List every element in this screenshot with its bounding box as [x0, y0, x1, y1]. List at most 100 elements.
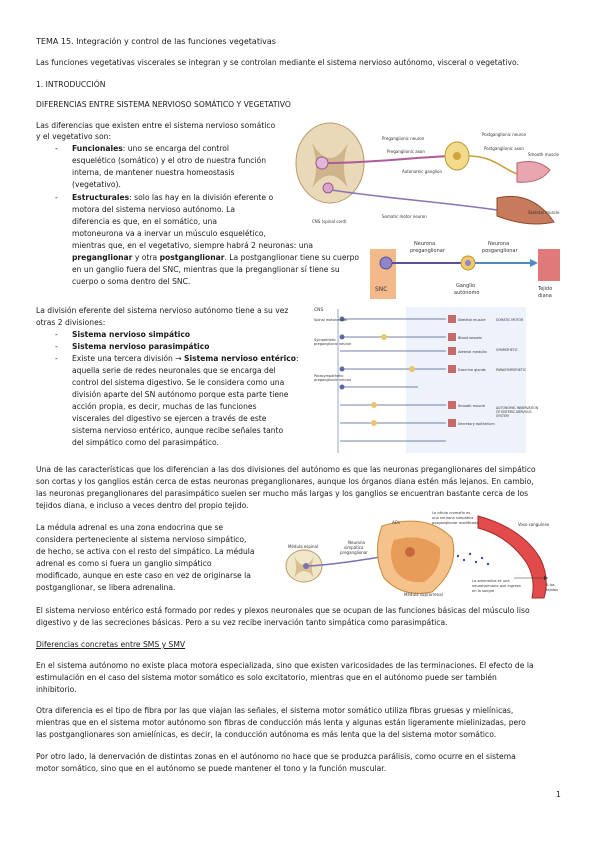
- list-item-sympathetic: Sistema nervioso simpático: [72, 330, 191, 339]
- svg-text:Secretory epithelium: Secretory epithelium: [458, 422, 495, 426]
- svg-text:CNS (spinal cord): CNS (spinal cord): [312, 219, 347, 224]
- paragraph-line: En el sistema autónomo no existe placa m…: [36, 661, 534, 670]
- svg-text:autónomo: autónomo: [454, 289, 479, 296]
- bullet-dash: -: [55, 354, 58, 363]
- paragraph-line: motor somático, sino que en el autónomo …: [36, 764, 387, 773]
- paragraph-line: Por otro lado, la denervación de distint…: [36, 752, 516, 761]
- figure-adrenal-medulla: Médula espinal Neurona simpática pregang…: [282, 508, 564, 600]
- svg-text:Vaso sanguíneo: Vaso sanguíneo: [518, 522, 550, 527]
- term: postganglionar: [159, 253, 225, 262]
- paragraph-line: inhibitorio.: [36, 685, 77, 694]
- svg-text:AUTONOMIC INNERVATION: AUTONOMIC INNERVATION: [496, 406, 539, 410]
- figure-autonomic-pathway: Preganglionic neuron Preganglionic axon …: [292, 118, 562, 233]
- paragraph-line: en un ganglio fuera del SNC, mientras qu…: [72, 265, 340, 274]
- bullet-dash: -: [55, 193, 58, 202]
- cns-label: CNS: [314, 307, 324, 313]
- bullet-dash: -: [55, 330, 58, 339]
- svg-text:Autonomic ganglion: Autonomic ganglion: [402, 169, 442, 174]
- svg-text:Parasympathetic: Parasympathetic: [314, 374, 343, 378]
- svg-text:Exocrine glands: Exocrine glands: [458, 368, 486, 372]
- paragraph-line: considera perteneciente al sistema nervi…: [36, 535, 247, 544]
- paragraph-line: esquelético (somático) y el otro de nues…: [72, 156, 267, 165]
- figure-efferent-divisions: CNS Spinal motoneuron Sy: [314, 305, 564, 455]
- bullet-dash: -: [55, 342, 58, 351]
- svg-text:preganglionar: preganglionar: [340, 550, 368, 555]
- paragraph-line: digestivo y de las secreciones básicas. …: [36, 618, 448, 627]
- paragraph-line: motora del sistema nervioso autónomo. La: [72, 205, 236, 214]
- paragraph-line: división aparte del SN autónomo porque e…: [72, 390, 289, 399]
- svg-text:preganglionic neuron: preganglionic neuron: [314, 342, 351, 346]
- paragraph-line: son cortas y los ganglios están cerca de…: [36, 477, 534, 486]
- svg-text:neurohormona que ingresa: neurohormona que ingresa: [472, 584, 521, 588]
- svg-text:en la sangre: en la sangre: [472, 589, 495, 593]
- list-item-structural: Estructurales: solo las hay en la divisi…: [72, 193, 273, 203]
- svg-text:Sympathetic: Sympathetic: [314, 338, 336, 342]
- svg-text:SYMPATHETIC: SYMPATHETIC: [496, 348, 519, 352]
- paragraph-line: preganglionar y otra postganglionar. La …: [72, 253, 359, 263]
- paragraph-line: (vegetativo).: [72, 180, 121, 189]
- paragraph-line: otras 2 divisiones:: [36, 318, 106, 327]
- intro-text: Las funciones vegetativas viscerales se …: [36, 58, 519, 67]
- list-item-functional: Funcionales: uno se encarga del control: [72, 144, 229, 154]
- svg-text:Spinal motoneuron: Spinal motoneuron: [314, 318, 347, 322]
- paragraph-line: las neuronas preganglionares del parasim…: [36, 489, 529, 498]
- svg-text:posganglionar: posganglionar: [482, 248, 518, 254]
- svg-text:Médula suprarrenal: Médula suprarrenal: [404, 592, 443, 597]
- svg-text:SOMATIC MOTOR: SOMATIC MOTOR: [496, 318, 524, 322]
- paragraph-line: diferencia es que, en el somático, una: [72, 217, 218, 226]
- paragraph-line: del simpático como del parasimpático.: [72, 438, 219, 447]
- paragraph-line: estimulación en el caso del sistema moto…: [36, 673, 497, 682]
- svg-text:Somatic motor neuron: Somatic motor neuron: [382, 214, 427, 219]
- paragraph-line: control del sistema digestivo. Se le con…: [72, 378, 285, 387]
- paragraph-line: motoneurona va a inervar un músculo esqu…: [72, 229, 266, 238]
- paragraph-line: y el vegetativo son:: [36, 132, 112, 141]
- svg-text:Preganglionic neuron: Preganglionic neuron: [382, 136, 425, 141]
- term: Sistema nervioso entérico: [184, 354, 296, 363]
- svg-text:Adrenal medulla: Adrenal medulla: [458, 350, 487, 354]
- svg-text:Ganglio: Ganglio: [456, 283, 475, 289]
- page-number: 1: [556, 790, 561, 799]
- paragraph-line: sistema nervioso entérico, aunque recibe…: [72, 426, 284, 435]
- list-item-enteric: Existe una tercera división → Sistema ne…: [72, 354, 299, 363]
- paragraph-line: acción propia, es decir, muchas de las f…: [72, 402, 257, 411]
- svg-text:una neurona simpática: una neurona simpática: [432, 516, 473, 520]
- paragraph-line: viscerales del digestivo se ejercen a tr…: [72, 414, 267, 423]
- paragraph-line: mientras que en el sistema motor autónom…: [36, 718, 526, 727]
- list-item-parasympathetic: Sistema nervioso parasimpático: [72, 342, 210, 351]
- paragraph-line: de hecho, se activa con el resto del sim…: [36, 547, 255, 556]
- svg-text:posganglionar modificada: posganglionar modificada: [432, 521, 479, 525]
- paragraph-line: La médula adrenal es una zona endocrina …: [36, 523, 224, 532]
- svg-text:preganglionic neuron: preganglionic neuron: [314, 378, 351, 382]
- term: Estructurales: [72, 193, 130, 202]
- text: y otra: [132, 253, 160, 262]
- svg-text:tejidos: tejidos: [546, 588, 558, 592]
- paragraph-line: modificado, aunque en este caso en vez d…: [36, 571, 251, 580]
- text: : uno se encarga del control: [122, 144, 229, 153]
- paragraph-line: Una de las características que los difer…: [36, 465, 536, 474]
- svg-text:simpática: simpática: [344, 545, 364, 550]
- paragraph-line: mientras que, en el vegetativo, siempre …: [72, 241, 313, 250]
- paragraph-line: postganglionar, se libera adrenalina.: [36, 583, 176, 592]
- svg-text:SYSTEM: SYSTEM: [496, 414, 509, 418]
- svg-text:Blood vessels: Blood vessels: [458, 336, 482, 340]
- page-title: TEMA 15. Integración y control de las fu…: [36, 37, 276, 46]
- paragraph-line: las postganglionares son amielínicas, es…: [36, 730, 497, 739]
- svg-text:Postganglionic neuron: Postganglionic neuron: [482, 132, 527, 137]
- paragraph-line: adrenal es como si fuera un ganglio simp…: [36, 559, 212, 568]
- term: preganglionar: [72, 253, 133, 262]
- svg-text:La adrenalina es una: La adrenalina es una: [472, 579, 510, 583]
- paragraph-line: cuerpo o soma dentro del SNC.: [72, 277, 191, 286]
- subheading-differences: Diferencias concretas entre SMS y SMV: [36, 640, 186, 649]
- text: : solo las hay en la división eferente o: [129, 193, 274, 202]
- svg-text:ACh: ACh: [392, 520, 400, 525]
- paragraph-line: tejidos diana, e incluso a veces dentro …: [36, 501, 249, 510]
- paragraph-line: Otra diferencia es el tipo de fibra por …: [36, 706, 514, 715]
- svg-text:A los: A los: [546, 583, 555, 587]
- text: . La postganglionar tiene su cuerpo: [224, 253, 360, 262]
- svg-text:Smooth muscle: Smooth muscle: [528, 152, 560, 157]
- figure-two-neuron-chain: SNC Neurona preganglionar Neurona posgan…: [370, 235, 562, 300]
- svg-text:Tejido: Tejido: [537, 286, 552, 292]
- svg-text:PARASYMPATHETIC: PARASYMPATHETIC: [496, 368, 527, 372]
- bullet-dash: -: [55, 144, 58, 153]
- svg-text:Skeletal muscle: Skeletal muscle: [528, 210, 560, 215]
